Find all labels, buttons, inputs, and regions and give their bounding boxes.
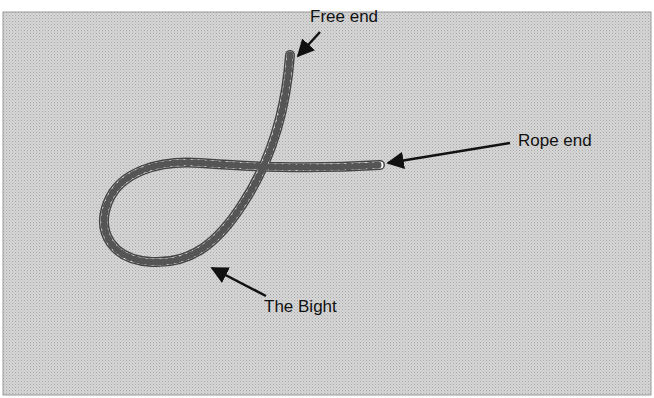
part-label: Rope end (516, 132, 594, 151)
background-panel (3, 12, 651, 395)
leader-arrow (298, 32, 320, 56)
part-label: The Bight (262, 298, 339, 317)
rope (104, 55, 380, 262)
leader-arrow (388, 143, 510, 163)
leader-arrow (212, 268, 266, 296)
part-label: Free end (308, 8, 380, 27)
